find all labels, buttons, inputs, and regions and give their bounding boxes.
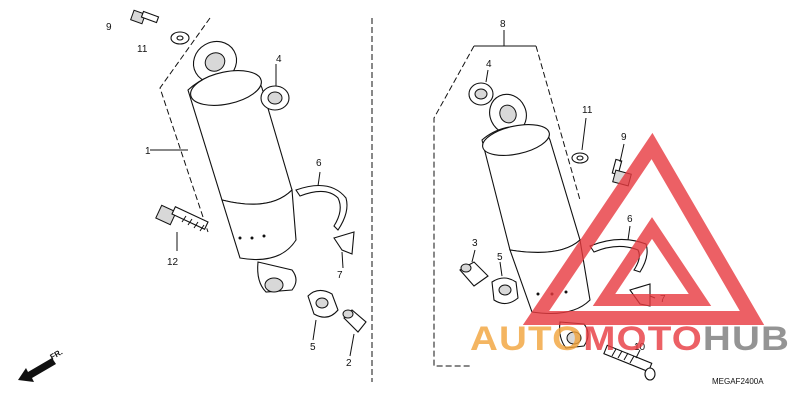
callout-5-right: 5 — [497, 252, 503, 263]
bolt-9-icon — [130, 9, 160, 25]
collar-2-icon — [342, 309, 367, 333]
callout-6-left: 6 — [316, 158, 322, 169]
bolt-12-icon — [155, 204, 209, 232]
left-assembly: 9 11 4 1 6 12 7 5 2 FR. — [18, 9, 367, 382]
left-assembly-outline — [159, 17, 211, 233]
callout-11-right: 11 — [582, 105, 593, 116]
bushing-5-icon — [307, 289, 339, 318]
callout-10-right: 10 — [634, 342, 646, 353]
plate-7-icon — [333, 231, 355, 255]
callout-9-left: 9 — [106, 22, 112, 33]
watermark-triangle-logo-icon — [522, 132, 765, 325]
callout-8-right: 8 — [500, 19, 506, 30]
watermark-moto: MOTO — [583, 320, 703, 358]
shock-absorber-left-icon — [187, 40, 297, 293]
bushing-4-right-icon — [468, 82, 494, 106]
callout-4-right: 4 — [486, 59, 492, 70]
collar-3-icon — [459, 261, 489, 287]
right-assembly: 8 4 11 9 6 3 5 7 10 MEGAF2400A — [433, 19, 764, 386]
right-assembly-outline — [474, 30, 536, 47]
callout-7-left: 7 — [337, 270, 343, 281]
bolt-10-icon — [603, 344, 656, 381]
callout-6-right: 6 — [627, 214, 633, 225]
callout-12-left: 12 — [167, 257, 179, 268]
callout-1-left: 1 — [145, 146, 151, 157]
watermark-hub: HUB — [703, 320, 790, 358]
watermark-auto: AUTO — [470, 320, 583, 358]
drawing-code: MEGAF2400A — [712, 377, 764, 386]
callout-2-left: 2 — [346, 358, 352, 369]
callout-9-right: 9 — [621, 132, 627, 143]
callout-3-right: 3 — [472, 238, 478, 249]
clip-6-icon — [295, 184, 348, 231]
bushing-5-right-icon — [491, 277, 519, 305]
front-direction-arrow-icon: FR. — [18, 347, 64, 382]
bushing-4-icon — [260, 85, 290, 111]
callout-11-left: 11 — [137, 44, 148, 55]
callout-5-left: 5 — [310, 342, 316, 353]
direction-label: FR. — [49, 347, 65, 361]
callout-4-left: 4 — [276, 54, 282, 65]
